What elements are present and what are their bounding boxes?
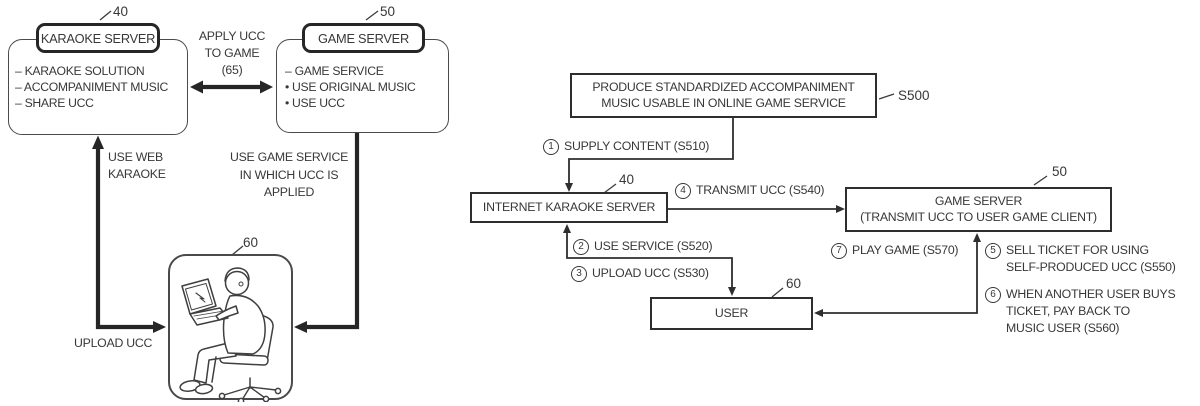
game-item: – GAME SERVICE (285, 64, 384, 78)
karaoke-item: – KARAOKE SOLUTION (15, 64, 145, 78)
step-transmit-ucc: 4 TRANSMIT UCC (S540) (675, 182, 825, 199)
ref-label-game-50: 50 (380, 4, 396, 19)
ref-label-user-60-right: 60 (786, 276, 802, 291)
step-pay-back: 6 WHEN ANOTHER USER BUYS TICKET, PAY BAC… (985, 286, 1176, 337)
circled-number-1: 1 (543, 139, 559, 155)
ref-label-game-50-right: 50 (1052, 164, 1068, 179)
step-upload-ucc: 3 UPLOAD UCC (S530) (571, 265, 709, 282)
karaoke-server-title: KARAOKE SERVER (40, 30, 156, 46)
right-figure-flow-arrows (563, 118, 981, 317)
user-box-left (168, 254, 293, 402)
karaoke-server-items: – KARAOKE SOLUTION – ACCOMPANIMENT MUSIC… (15, 63, 168, 112)
ref-label-user-60: 60 (243, 235, 259, 250)
ref-label-s500: S500 (898, 88, 930, 103)
step-sell-ticket: 5 SELL TICKET FOR USING SELF-PRODUCED UC… (985, 242, 1176, 276)
game-item: • USE ORIGINAL MUSIC (285, 80, 416, 95)
user-box-right: USER (650, 297, 813, 330)
circled-number-5: 5 (985, 243, 1001, 259)
karaoke-item: – SHARE UCC (15, 96, 94, 111)
step-supply-content: 1 SUPPLY CONTENT (S510) (543, 138, 709, 155)
left-figure-thick-arrows (92, 80, 360, 333)
game-server-items: – GAME SERVICE • USE ORIGINAL MUSIC • US… (285, 63, 416, 112)
game-item: • USE UCC (285, 96, 345, 111)
produce-music-process-box: PRODUCE STANDARDIZED ACCOMPANIMENT MUSIC… (570, 73, 877, 118)
apply-ucc-to-game-label: APPLY UCC TO GAME (65) (198, 29, 266, 77)
circled-number-6: 6 (985, 287, 1001, 303)
reference-callout-ticks (99, 10, 1048, 298)
use-web-karaoke-label: USE WEB KARAOKE (108, 150, 166, 181)
karaoke-server-outer-box (8, 39, 188, 135)
ref-label-karaoke-40: 40 (113, 4, 129, 19)
game-server-title-box: GAME SERVER (302, 23, 425, 53)
circled-number-3: 3 (571, 266, 587, 282)
ref-label-karaoke-40-right: 40 (619, 172, 635, 187)
person-at-laptop-illustration (179, 267, 282, 402)
step-use-service: 2 USE SERVICE (S520) (573, 238, 713, 255)
karaoke-item: – ACCOMPANIMENT MUSIC (15, 80, 169, 95)
use-game-service-label: USE GAME SERVICE IN WHICH UCC IS APPLIED (229, 150, 349, 199)
circled-number-4: 4 (675, 183, 691, 199)
upload-ucc-label: UPLOAD UCC (74, 336, 153, 350)
karaoke-server-title-box: KARAOKE SERVER (36, 23, 160, 53)
internet-karaoke-server-box: INTERNET KARAOKE SERVER (470, 192, 668, 223)
game-server-title: GAME SERVER (318, 30, 409, 46)
step-play-game: 7 PLAY GAME (S570) (831, 242, 959, 259)
circled-number-7: 7 (831, 243, 847, 259)
circled-number-2: 2 (573, 239, 589, 255)
game-server-box-right: GAME SERVER (TRANSMIT UCC TO USER GAME C… (845, 187, 1112, 232)
